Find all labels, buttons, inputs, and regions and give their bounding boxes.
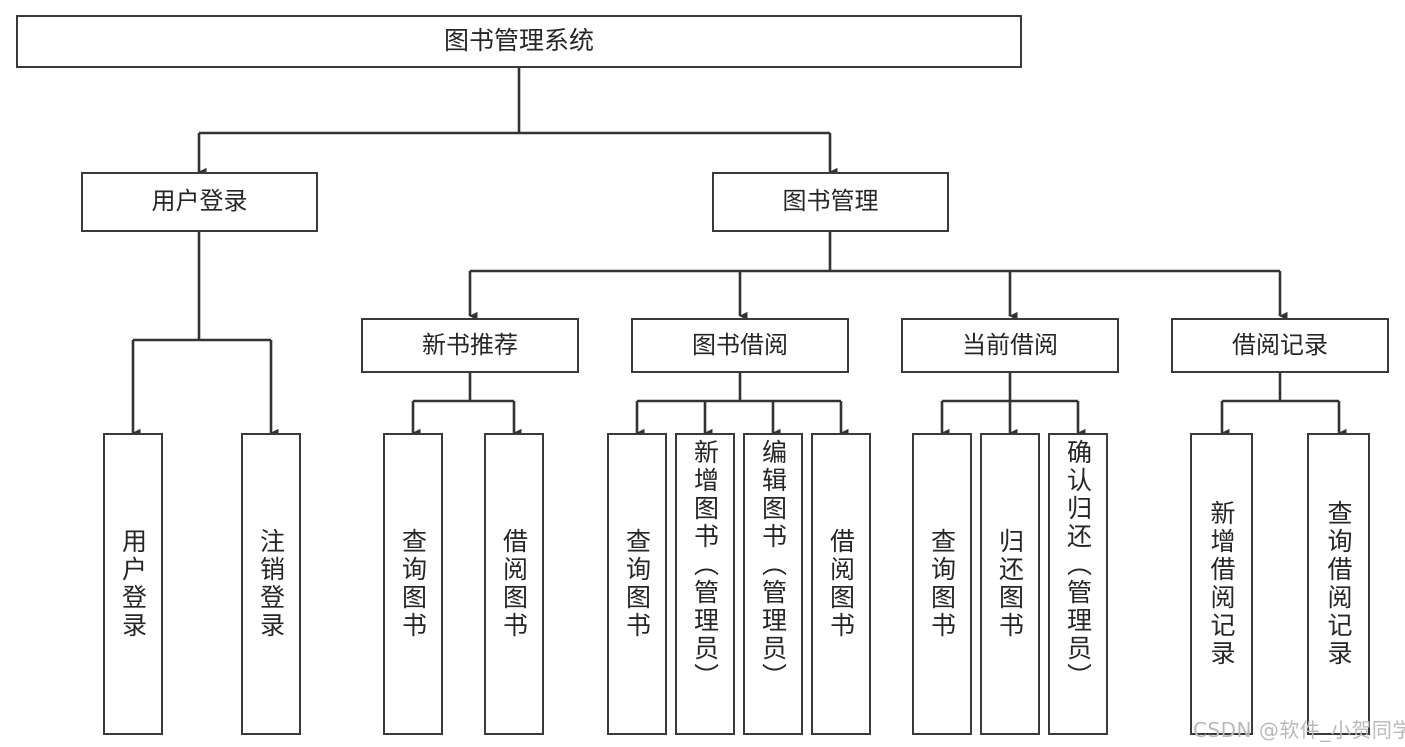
node-leaf-add-record-label: 新增借阅记录 [1207, 500, 1236, 668]
node-borrow-record-label: 借阅记录 [1232, 330, 1328, 359]
node-root-label: 图书管理系统 [443, 26, 594, 56]
node-leaf-borrow-book-1-label: 借阅图书 [499, 528, 529, 640]
node-leaf-user-login-label: 用户登录 [118, 528, 148, 640]
node-leaf-logout-label: 注销登录 [256, 528, 286, 640]
node-leaf-confirm-return[interactable]: 确认归还（管理员） [1048, 433, 1108, 735]
node-current-borrow-label: 当前借阅 [962, 330, 1058, 359]
node-book-borrow-label: 图书借阅 [692, 330, 788, 359]
node-leaf-query-book-3-label: 查询图书 [927, 528, 957, 640]
node-leaf-add-book[interactable]: 新增图书（管理员） [675, 433, 735, 735]
node-leaf-query-book-1-label: 查询图书 [398, 528, 428, 640]
node-leaf-user-login[interactable]: 用户登录 [103, 433, 163, 735]
node-leaf-add-book-label: 新增图书（管理员） [690, 439, 720, 691]
node-leaf-borrow-book-2-label: 借阅图书 [826, 528, 856, 640]
node-new-book-recommend[interactable]: 新书推荐 [361, 318, 579, 373]
node-user-login[interactable]: 用户登录 [81, 172, 318, 232]
node-leaf-edit-book-label: 编辑图书（管理员） [758, 439, 788, 691]
node-borrow-record[interactable]: 借阅记录 [1171, 318, 1389, 373]
node-leaf-query-book-2[interactable]: 查询图书 [607, 433, 667, 735]
node-book-management[interactable]: 图书管理 [712, 172, 949, 232]
node-leaf-add-record[interactable]: 新增借阅记录 [1190, 433, 1253, 735]
node-leaf-query-record[interactable]: 查询借阅记录 [1307, 433, 1370, 735]
node-leaf-borrow-book-2[interactable]: 借阅图书 [811, 433, 871, 735]
node-root[interactable]: 图书管理系统 [16, 15, 1022, 68]
node-leaf-logout[interactable]: 注销登录 [241, 433, 301, 735]
node-leaf-query-record-label: 查询借阅记录 [1324, 500, 1353, 668]
node-book-management-label: 图书管理 [782, 187, 879, 216]
node-leaf-return-book[interactable]: 归还图书 [980, 433, 1040, 735]
node-leaf-borrow-book-1[interactable]: 借阅图书 [484, 433, 544, 735]
node-leaf-query-book-3[interactable]: 查询图书 [912, 433, 972, 735]
node-book-borrow[interactable]: 图书借阅 [631, 318, 849, 373]
node-user-login-label: 用户登录 [151, 187, 248, 216]
node-new-book-recommend-label: 新书推荐 [422, 330, 518, 359]
csdn-watermark: CSDN @软件_小贺同学 [1193, 718, 1405, 742]
node-leaf-confirm-return-label: 确认归还（管理员） [1063, 439, 1093, 691]
node-current-borrow[interactable]: 当前借阅 [901, 318, 1119, 373]
node-leaf-query-book-1[interactable]: 查询图书 [383, 433, 443, 735]
node-leaf-return-book-label: 归还图书 [995, 528, 1025, 640]
node-leaf-edit-book[interactable]: 编辑图书（管理员） [743, 433, 803, 735]
node-leaf-query-book-2-label: 查询图书 [622, 528, 652, 640]
